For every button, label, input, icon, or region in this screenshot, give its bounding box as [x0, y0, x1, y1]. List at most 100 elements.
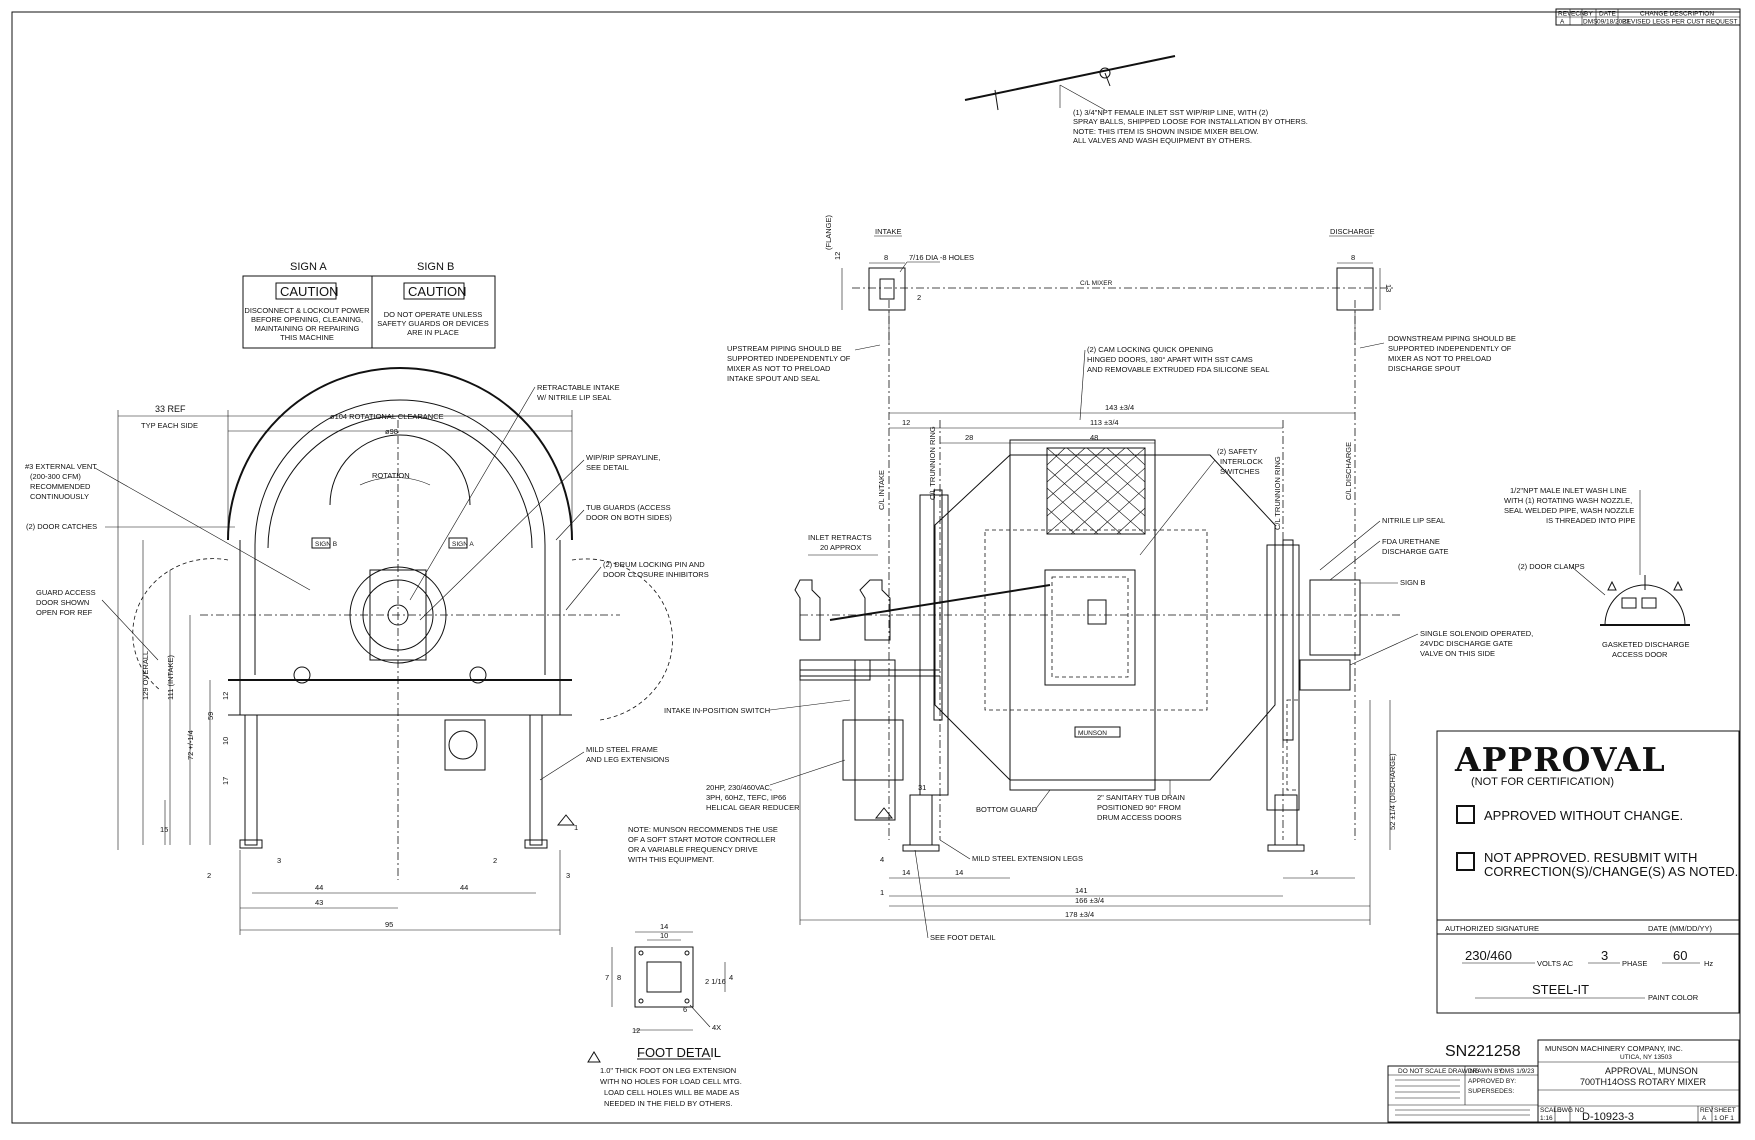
- sprayline-note-1: WIP/RIP SPRAYLINE,: [586, 453, 660, 462]
- rev-header: REV: [1558, 11, 1572, 18]
- dim-52: 52 ±1/4 (DISCHARGE): [1388, 753, 1397, 830]
- dim-141: 141: [1075, 886, 1088, 895]
- side-dim-12: 12: [902, 418, 910, 427]
- ref-33: 33 REF: [155, 404, 186, 414]
- see-foot-detail: SEE FOOT DETAIL: [930, 933, 996, 942]
- dwg-no-value: D-10923-3: [1582, 1111, 1634, 1123]
- hz-label: Hz: [1704, 959, 1713, 968]
- sign-b-line-1: DO NOT OPERATE UNLESS: [384, 310, 483, 319]
- drawn-by: DRAWN BY:: [1468, 1068, 1504, 1075]
- rev-value: A: [1560, 19, 1565, 26]
- intake-label: INTAKE: [875, 227, 902, 236]
- sheet-value: 1 OF 1: [1714, 1115, 1734, 1122]
- downstream-note-1: DOWNSTREAM PIPING SHOULD BE: [1388, 334, 1516, 343]
- by-header: BY: [1584, 11, 1593, 18]
- side-view: MUNSON INLET RETRACTS 20 APPROX C/L INTA…: [628, 300, 1533, 942]
- sheet-border: [11, 11, 1741, 1124]
- scale-label: SCALE: [1540, 1107, 1562, 1114]
- dim-43: 43: [315, 898, 323, 907]
- end-sign-a: SIGN A: [452, 541, 474, 548]
- dim-143: 143 ±3/4: [1105, 403, 1134, 412]
- tub-drain-3: DRUM ACCESS DOORS: [1097, 813, 1182, 822]
- discharge-dim-13: 13: [1384, 284, 1393, 292]
- foot-dim-12: 12: [632, 1026, 640, 1035]
- upstream-note-3: MIXER AS NOT TO PRELOAD: [727, 364, 831, 373]
- door-clamps: (2) DOOR CLAMPS: [1518, 562, 1585, 571]
- date-label: DATE (MM/DD/YY): [1648, 924, 1713, 933]
- intake-111: 111 (INTAKE): [166, 654, 175, 700]
- drum-locking-note-2: DOOR CLOSURE INHIBITORS: [603, 570, 709, 579]
- foot-dim-14: 14: [660, 922, 668, 931]
- side-dim-14b: 14: [955, 868, 963, 877]
- approval-title: APPROVAL: [1454, 740, 1666, 779]
- discharge-dim-8: 8: [1351, 253, 1355, 262]
- safety-note-1: (2) SAFETY: [1217, 447, 1257, 456]
- side-dim-31: 31: [918, 783, 926, 792]
- typ-each-side: TYP EACH SIDE: [141, 421, 198, 430]
- foot-note-4: NEEDED IN THE FIELD BY OTHERS.: [604, 1099, 733, 1108]
- ecn-header: ECN: [1571, 11, 1585, 18]
- hz-value: 60: [1673, 948, 1687, 963]
- drawn-by-value: DMS 1/9/23: [1500, 1068, 1535, 1075]
- sheet-label: SHEET: [1714, 1107, 1736, 1114]
- motor-note-2: 3PH, 60HZ, TEFC, IP66: [706, 793, 786, 802]
- upstream-note-4: INTAKE SPOUT AND SEAL: [727, 374, 820, 383]
- sign-b-title: SIGN B: [417, 261, 454, 273]
- tub-guards-note-1: TUB GUARDS (ACCESS: [586, 503, 671, 512]
- wash-line-2: WITH (1) ROTATING WASH NOZZLE,: [1504, 496, 1632, 505]
- intake-switch-note: INTAKE IN-POSITION SWITCH: [664, 706, 770, 715]
- cl-trunnion-right: C/L TRUNNION RING: [1273, 456, 1282, 530]
- dim-95: 95: [385, 920, 393, 929]
- side-dim-14c: 14: [1310, 868, 1318, 877]
- guard-access-3: OPEN FOR REF: [36, 608, 93, 617]
- approval-option-2b: CORRECTION(S)/CHANGE(S) AS NOTED.: [1484, 864, 1738, 879]
- foot-note-3: LOAD CELL HOLES WILL BE MADE AS: [604, 1088, 739, 1097]
- upstream-note-1: UPSTREAM PIPING SHOULD BE: [727, 344, 842, 353]
- company-city: UTICA, NY 13503: [1620, 1054, 1672, 1061]
- inlet-retracts-2: 20 APPROX: [820, 543, 861, 552]
- sign-b-line-3: ARE IN PLACE: [407, 328, 459, 337]
- sign-a-line-1: DISCONNECT & LOCKOUT POWER: [244, 306, 370, 315]
- side-dim-14a: 14: [902, 868, 910, 877]
- volts-value: 230/460: [1465, 948, 1512, 963]
- holes-note: 7/16 DIA -8 HOLES: [909, 253, 974, 262]
- motor-note-1: 20HP, 230/460VAC,: [706, 783, 772, 792]
- supersedes: SUPERSEDES:: [1468, 1088, 1514, 1095]
- side-dim-4: 4: [880, 855, 884, 864]
- solenoid-note-2: 24VDC DISCHARGE GATE: [1420, 639, 1513, 648]
- vent-note-2: (200-300 CFM): [30, 472, 81, 481]
- sign-a-caution: CAUTION: [280, 284, 339, 299]
- side-dim-1: 1: [880, 888, 884, 897]
- door-catches: (2) DOOR CATCHES: [26, 522, 97, 531]
- flange-label: (FLANGE): [824, 214, 833, 250]
- volts-label: VOLTS AC: [1537, 959, 1574, 968]
- overall-129: 129 OVERALL: [141, 651, 150, 700]
- sprayline-note-2: SEE DETAIL: [586, 463, 629, 472]
- cam-doors-note-2: HINGED DOORS, 180° APART WITH SST CAMS: [1087, 355, 1253, 364]
- dim-17: 17: [221, 777, 230, 785]
- dim-10: 10: [221, 737, 230, 745]
- tub-drain-2: POSITIONED 90° FROM: [1097, 803, 1181, 812]
- sign-a-line-3: MAINTAINING OR REPAIRING: [255, 324, 360, 333]
- munson-plate: MUNSON: [1078, 730, 1107, 737]
- motor-note-3: HELICAL GEAR REDUCER: [706, 803, 800, 812]
- solenoid-note-3: VALVE ON THIS SIDE: [1420, 649, 1495, 658]
- phase-label: PHASE: [1622, 959, 1647, 968]
- fda-note-1: FDA URETHANE: [1382, 537, 1440, 546]
- cam-doors-note-3: AND REMOVABLE EXTRUDED FDA SILICONE SEAL: [1087, 365, 1269, 374]
- title-line-1: APPROVAL, MUNSON: [1605, 1066, 1698, 1076]
- foot-dim-10: 10: [660, 931, 668, 940]
- end-sign-b: SIGN B: [315, 541, 337, 548]
- foot-dim-2: 2 1/16: [705, 977, 726, 986]
- dim-178: 178 ±3/4: [1065, 910, 1094, 919]
- company-name: MUNSON MACHINERY COMPANY, INC.: [1545, 1044, 1683, 1053]
- motor-recommend-2: OF A SOFT START MOTOR CONTROLLER: [628, 835, 776, 844]
- dim-28: 28: [965, 433, 973, 442]
- intake-dim-12: 12: [833, 252, 842, 260]
- wash-line-note-2: SPRAY BALLS, SHIPPED LOOSE FOR INSTALLAT…: [1073, 117, 1308, 126]
- foot-holes: 4X: [712, 1023, 721, 1032]
- vent-note-1: #3 EXTERNAL VENT: [25, 462, 97, 471]
- rotational-clearance: ø104 ROTATIONAL CLEARANCE: [330, 412, 444, 421]
